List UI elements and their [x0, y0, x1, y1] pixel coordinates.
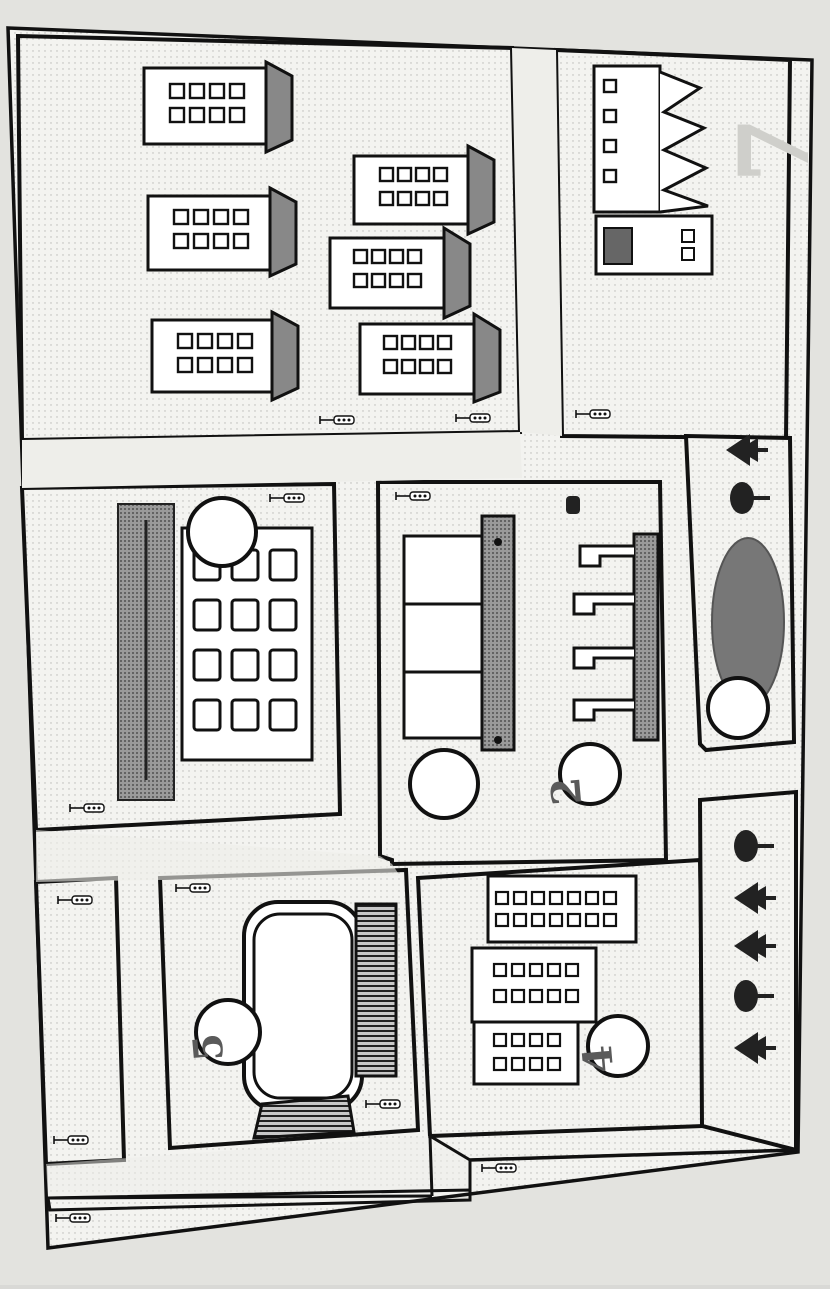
apartment-building-icon: [142, 59, 294, 155]
numbered-marker: 4: [574, 1043, 623, 1075]
pond-icon: [706, 537, 785, 740]
page-number: 7: [718, 117, 830, 184]
marker-label-5: 5: [184, 1031, 233, 1063]
apartment-building-icon: [358, 311, 502, 405]
stadium-icon: [194, 900, 398, 1140]
block-strip-bottom-left: [33, 875, 127, 1167]
market-stalls: [558, 496, 660, 806]
office-building-icon: [470, 874, 650, 1086]
apartment-building-icon: [352, 143, 496, 237]
marker-label-2: 2: [542, 775, 591, 807]
marker-label-4: 4: [574, 1043, 623, 1075]
apartment-building-icon: [146, 185, 298, 279]
market-hall: [402, 514, 516, 820]
apartment-building-icon: [150, 309, 300, 403]
apartment-building-icon: [328, 225, 472, 321]
house-icon: [592, 64, 714, 276]
numbered-marker: 5: [184, 1031, 233, 1063]
school-building: [117, 496, 314, 801]
map-sheet: [6, 26, 814, 1250]
numbered-marker: 2: [542, 775, 591, 807]
